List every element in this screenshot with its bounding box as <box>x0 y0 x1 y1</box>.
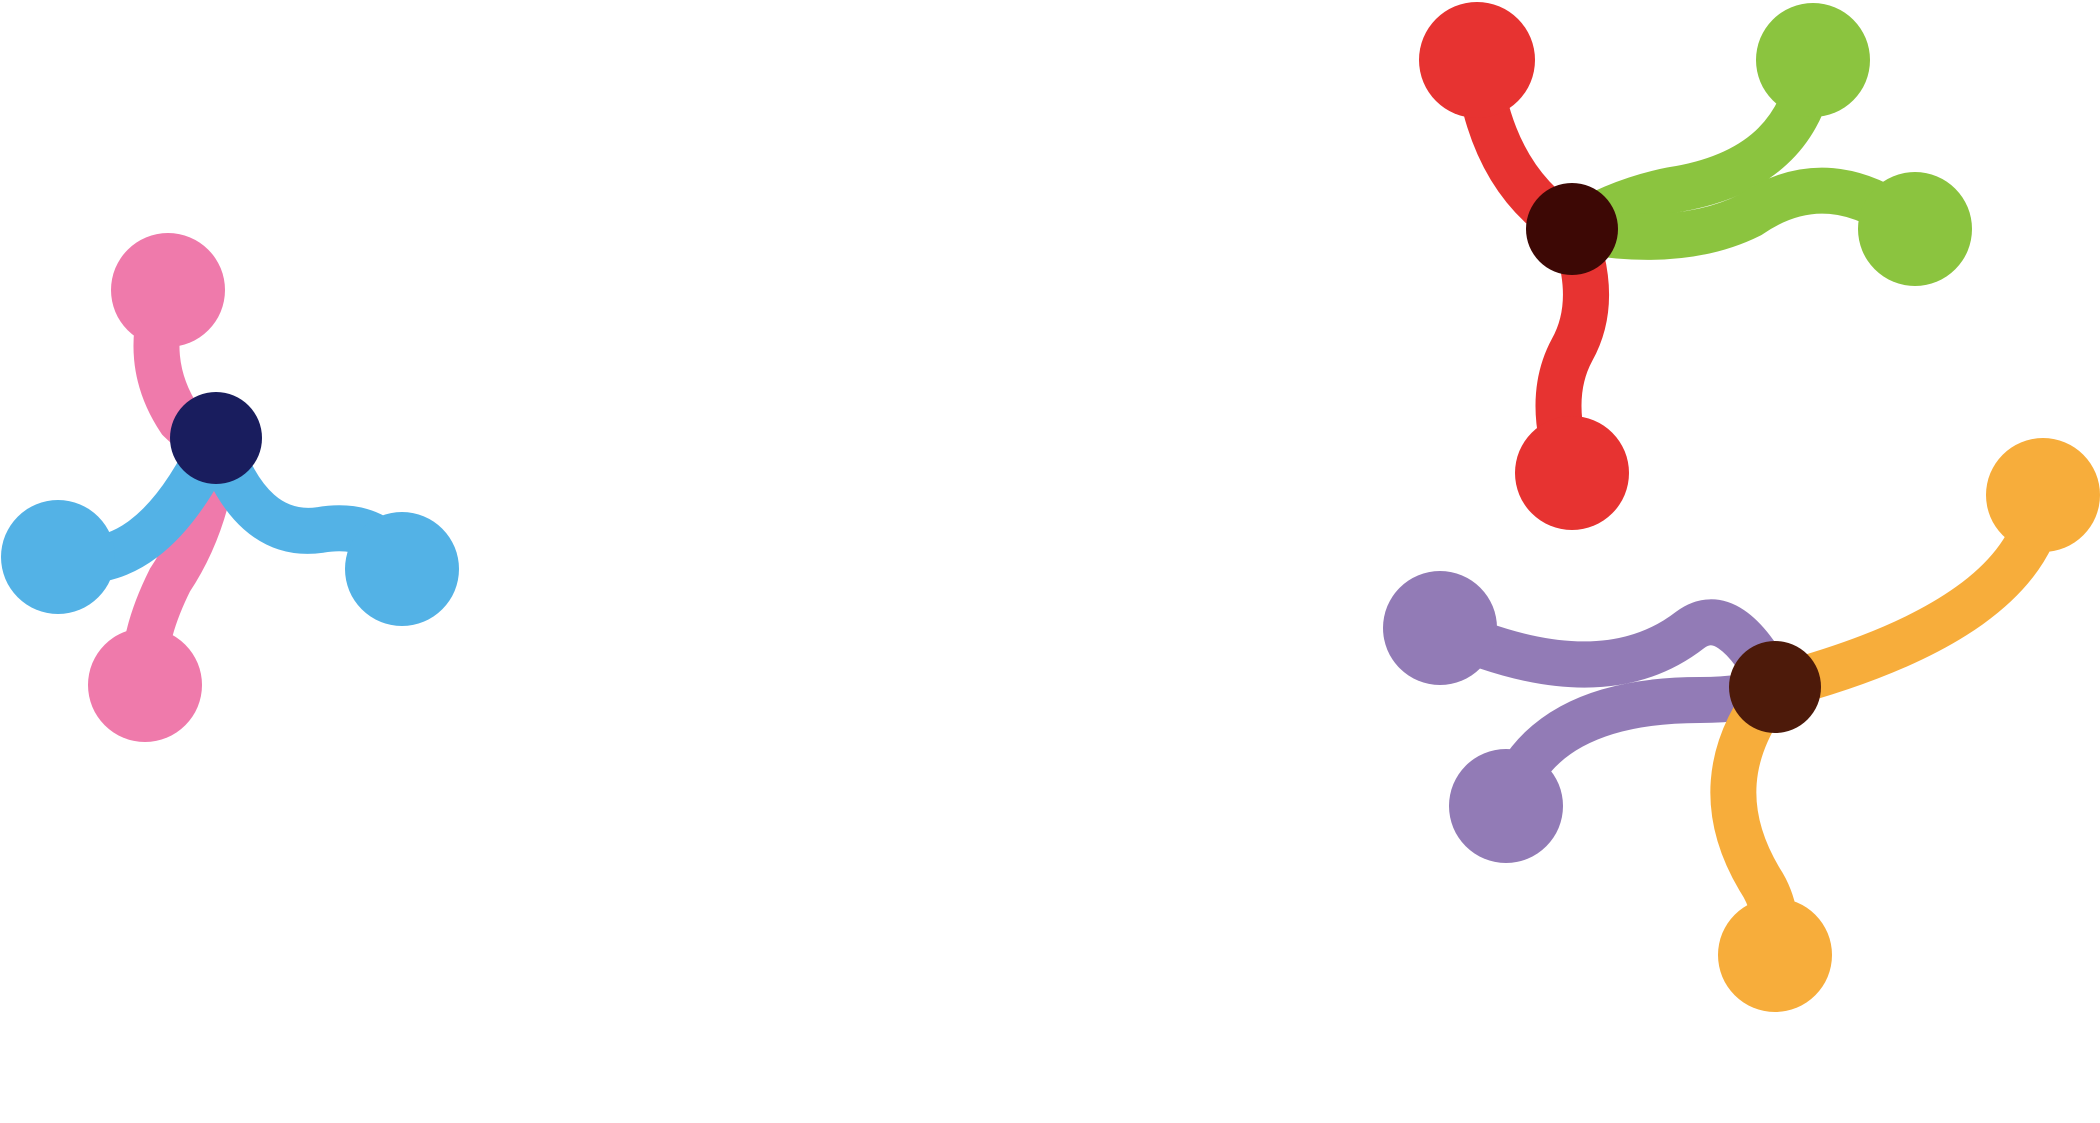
orange-node-top-right <box>1986 438 2100 552</box>
pink-node-bottom <box>88 628 202 742</box>
pink-blue-core-node <box>170 392 262 484</box>
red-node-bottom <box>1515 416 1629 530</box>
red-green-molecule <box>1419 2 1972 530</box>
purple-arm-left <box>1417 599 1798 710</box>
purple-node-left <box>1383 571 1497 685</box>
blue-node-left <box>1 500 115 614</box>
pink-node-top <box>111 233 225 347</box>
green-node-top-right <box>1756 3 1870 117</box>
green-node-right <box>1858 172 1972 286</box>
green-arm-right <box>1549 167 1938 260</box>
purple-orange-molecule <box>1383 438 2100 1012</box>
pink-blue-molecule <box>1 233 459 742</box>
red-green-core-node <box>1526 183 1618 275</box>
orange-node-bottom <box>1718 898 1832 1012</box>
red-node-top-left <box>1419 2 1535 118</box>
purple-node-bottom-left <box>1449 749 1563 863</box>
purple-orange-core-node <box>1729 641 1821 733</box>
blue-node-right <box>345 512 459 626</box>
